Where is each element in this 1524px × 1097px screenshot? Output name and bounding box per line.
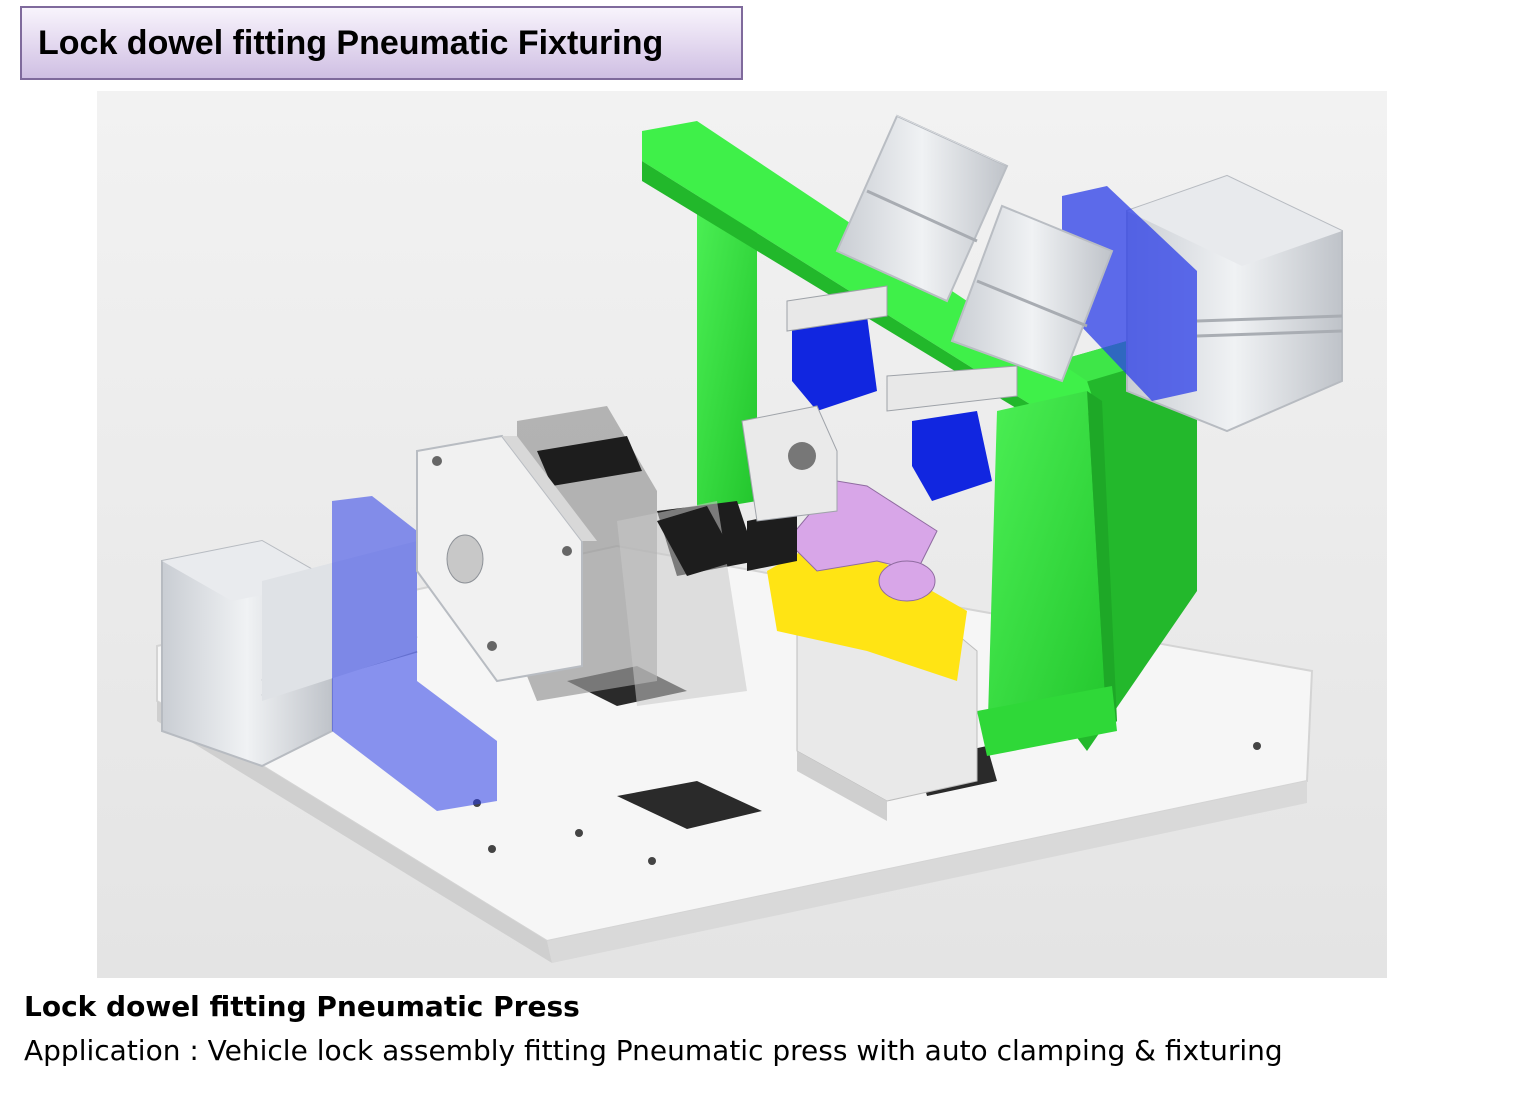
machine-render-image bbox=[97, 91, 1387, 978]
work-fixture bbox=[657, 405, 978, 821]
caption-heading: Lock dowel fitting Pneumatic Press bbox=[24, 990, 580, 1023]
right-cylinder bbox=[1062, 174, 1343, 433]
top-cylinders bbox=[786, 111, 1114, 501]
slide-title: Lock dowel fitting Pneumatic Fixturing bbox=[38, 23, 664, 62]
caption-description: Application : Vehicle lock assembly fitt… bbox=[24, 1034, 1283, 1067]
left-cylinder bbox=[161, 496, 497, 811]
slide-title-box: Lock dowel fitting Pneumatic Fixturing bbox=[20, 6, 743, 80]
guide-plate bbox=[416, 434, 597, 683]
